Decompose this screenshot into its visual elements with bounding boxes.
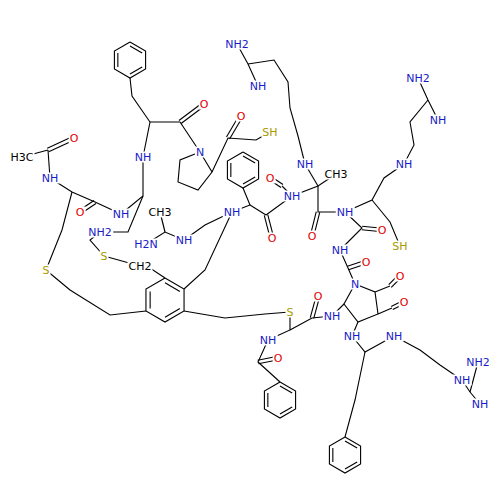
bond-line	[345, 462, 357, 469]
bond-line	[150, 291, 151, 308]
atom-label: NH2	[405, 73, 431, 84]
bond-line	[130, 78, 150, 157]
atom-label: NH	[429, 115, 448, 126]
bond-line	[46, 270, 146, 315]
bond-line	[130, 46, 142, 53]
atom-label: NH	[343, 331, 362, 342]
atom-label: O	[236, 111, 247, 122]
bond-line	[230, 163, 231, 177]
bond-line	[150, 122, 200, 152]
atom-label: O	[69, 133, 80, 144]
atom-label: NH	[283, 191, 302, 202]
bond-line	[344, 284, 378, 322]
atom-label: NH	[453, 375, 472, 386]
bond-line	[250, 205, 266, 215]
atom-label: CH3	[148, 207, 173, 218]
atom-label: NH	[323, 311, 342, 322]
bond-line	[329, 437, 360, 473]
bond-line	[267, 393, 268, 407]
atom-label: NH	[259, 335, 278, 346]
bond-line	[280, 407, 292, 414]
atom-label: SH	[391, 241, 408, 252]
bond-line	[227, 152, 258, 188]
bond-line	[165, 283, 180, 292]
bond-line	[394, 336, 462, 380]
atom-label: O	[75, 207, 86, 218]
bond-line	[266, 174, 336, 215]
atom-label: NH	[336, 207, 355, 218]
bond-line	[184, 311, 290, 318]
bond-line	[184, 212, 232, 289]
atom-label: NH	[385, 331, 404, 342]
bond-line	[345, 352, 365, 437]
atom-label: O	[361, 257, 372, 268]
bond-line	[114, 42, 145, 78]
atom-label: O	[273, 353, 284, 364]
atom-label: S	[100, 251, 109, 262]
atom-label: O	[399, 297, 410, 308]
bond-line	[375, 286, 390, 292]
atom-label: S	[286, 307, 295, 318]
bond-line	[243, 177, 255, 184]
bond-line	[345, 164, 404, 212]
atom-label: NH2	[465, 357, 491, 368]
atom-label: CH3	[324, 169, 349, 180]
bond-line	[332, 448, 333, 462]
atom-label: NH	[331, 245, 350, 256]
atom-label: H3C	[10, 152, 35, 163]
bond-line	[146, 278, 184, 322]
atom-label: O	[267, 233, 278, 244]
bond-line	[243, 156, 255, 163]
atom-label: H2N	[133, 239, 159, 250]
atom-label: O	[395, 271, 406, 282]
atom-label: NH	[134, 152, 153, 163]
atom-label: NH	[249, 81, 268, 92]
atom-label: SH	[261, 127, 278, 138]
atom-label: O	[307, 231, 318, 242]
bond-line	[50, 178, 121, 214]
atom-label: CH2	[128, 261, 153, 272]
bond-line	[212, 132, 270, 172]
bond-line	[280, 386, 292, 393]
bond-line	[117, 53, 118, 67]
bond-line	[372, 200, 400, 246]
bond-line	[404, 100, 428, 164]
atom-label: NH	[296, 159, 315, 170]
atom-label: S	[42, 265, 51, 276]
atom-label: O	[265, 173, 276, 184]
atom-label: N	[195, 147, 205, 158]
atom-label: O	[199, 99, 210, 110]
bond-line	[121, 157, 143, 214]
atom-label: NH	[223, 207, 242, 218]
atom-label: NH	[471, 399, 490, 410]
atom-label: NH	[41, 173, 60, 184]
atom-label: O	[313, 291, 324, 302]
atom-label: NH	[175, 235, 194, 246]
bond-line	[345, 441, 357, 448]
atom-label: NH2	[224, 39, 250, 50]
atom-label: NH	[395, 159, 414, 170]
bond-line	[104, 256, 165, 278]
atom-label: O	[377, 225, 388, 236]
bond-line	[248, 60, 305, 164]
bond-line	[178, 152, 212, 190]
bond-line	[165, 309, 180, 318]
bond-line	[130, 67, 142, 74]
bond-line	[46, 192, 72, 270]
atom-label: N	[350, 279, 360, 290]
bond-line	[264, 382, 295, 418]
atom-label: NH2	[87, 227, 113, 238]
bond-line	[378, 308, 392, 314]
atom-label: NH	[112, 209, 131, 220]
